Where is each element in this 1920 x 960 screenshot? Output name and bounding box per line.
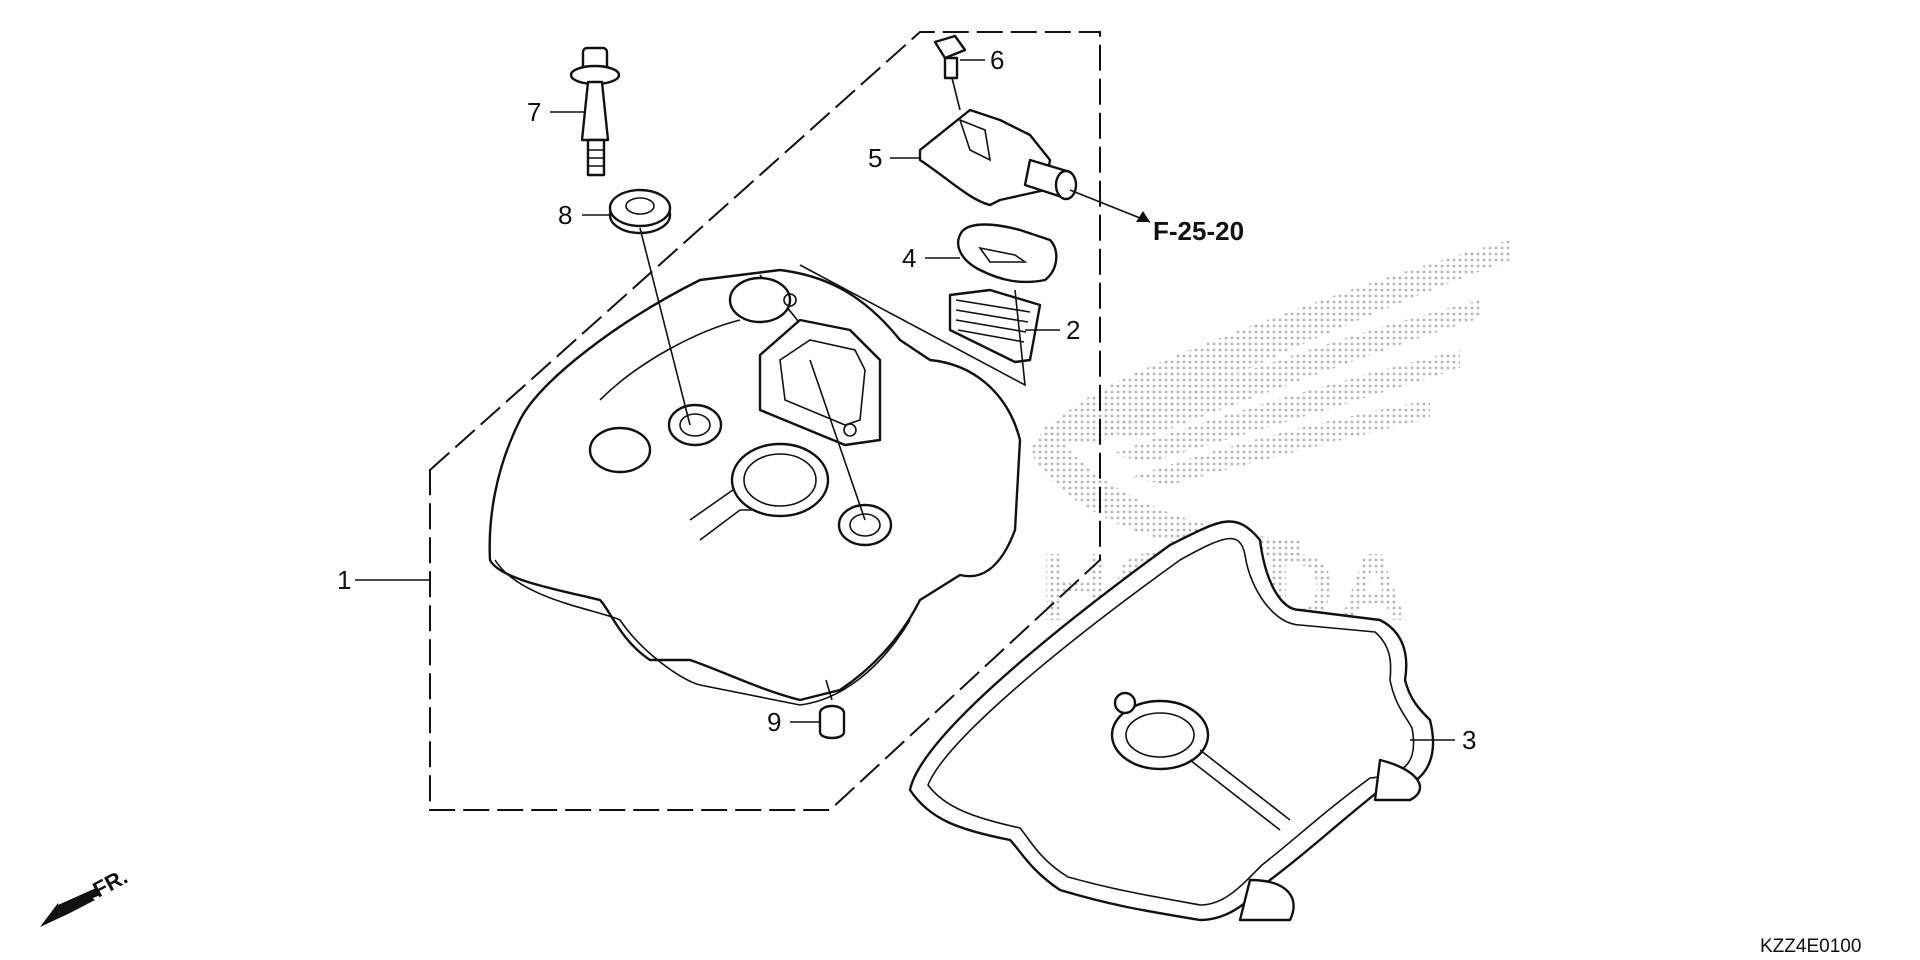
rubber-seal [608,188,672,235]
callout-5: 5 [868,143,882,173]
callout-7: 7 [527,97,541,127]
callout-4: 4 [902,243,916,273]
callout-8: 8 [558,200,572,230]
front-arrow-icon [40,888,100,927]
callout-2: 2 [1066,315,1080,345]
cylinder-head-cover [488,268,1022,706]
callout-1: 1 [337,565,351,595]
flange-bolt [569,46,621,177]
cross-reference-label: F-25-20 [1153,216,1244,246]
callout-9: 9 [767,707,781,737]
callout-3: 3 [1462,725,1476,755]
callout-6: 6 [990,45,1004,75]
filter-group-bracket [799,264,1026,387]
honda-wing-logo: HONDA [1030,240,1510,641]
bolt [933,34,967,80]
breather-gasket [957,223,1058,284]
head-cover-gasket [908,520,1435,922]
assembly-boundary [429,31,1101,811]
diagram-code: KZZ4E0100 [1760,936,1861,957]
dowel-pin [818,704,846,740]
breather-filter [948,288,1042,364]
breather-cover [918,108,1078,207]
leader-lines [355,59,1455,741]
